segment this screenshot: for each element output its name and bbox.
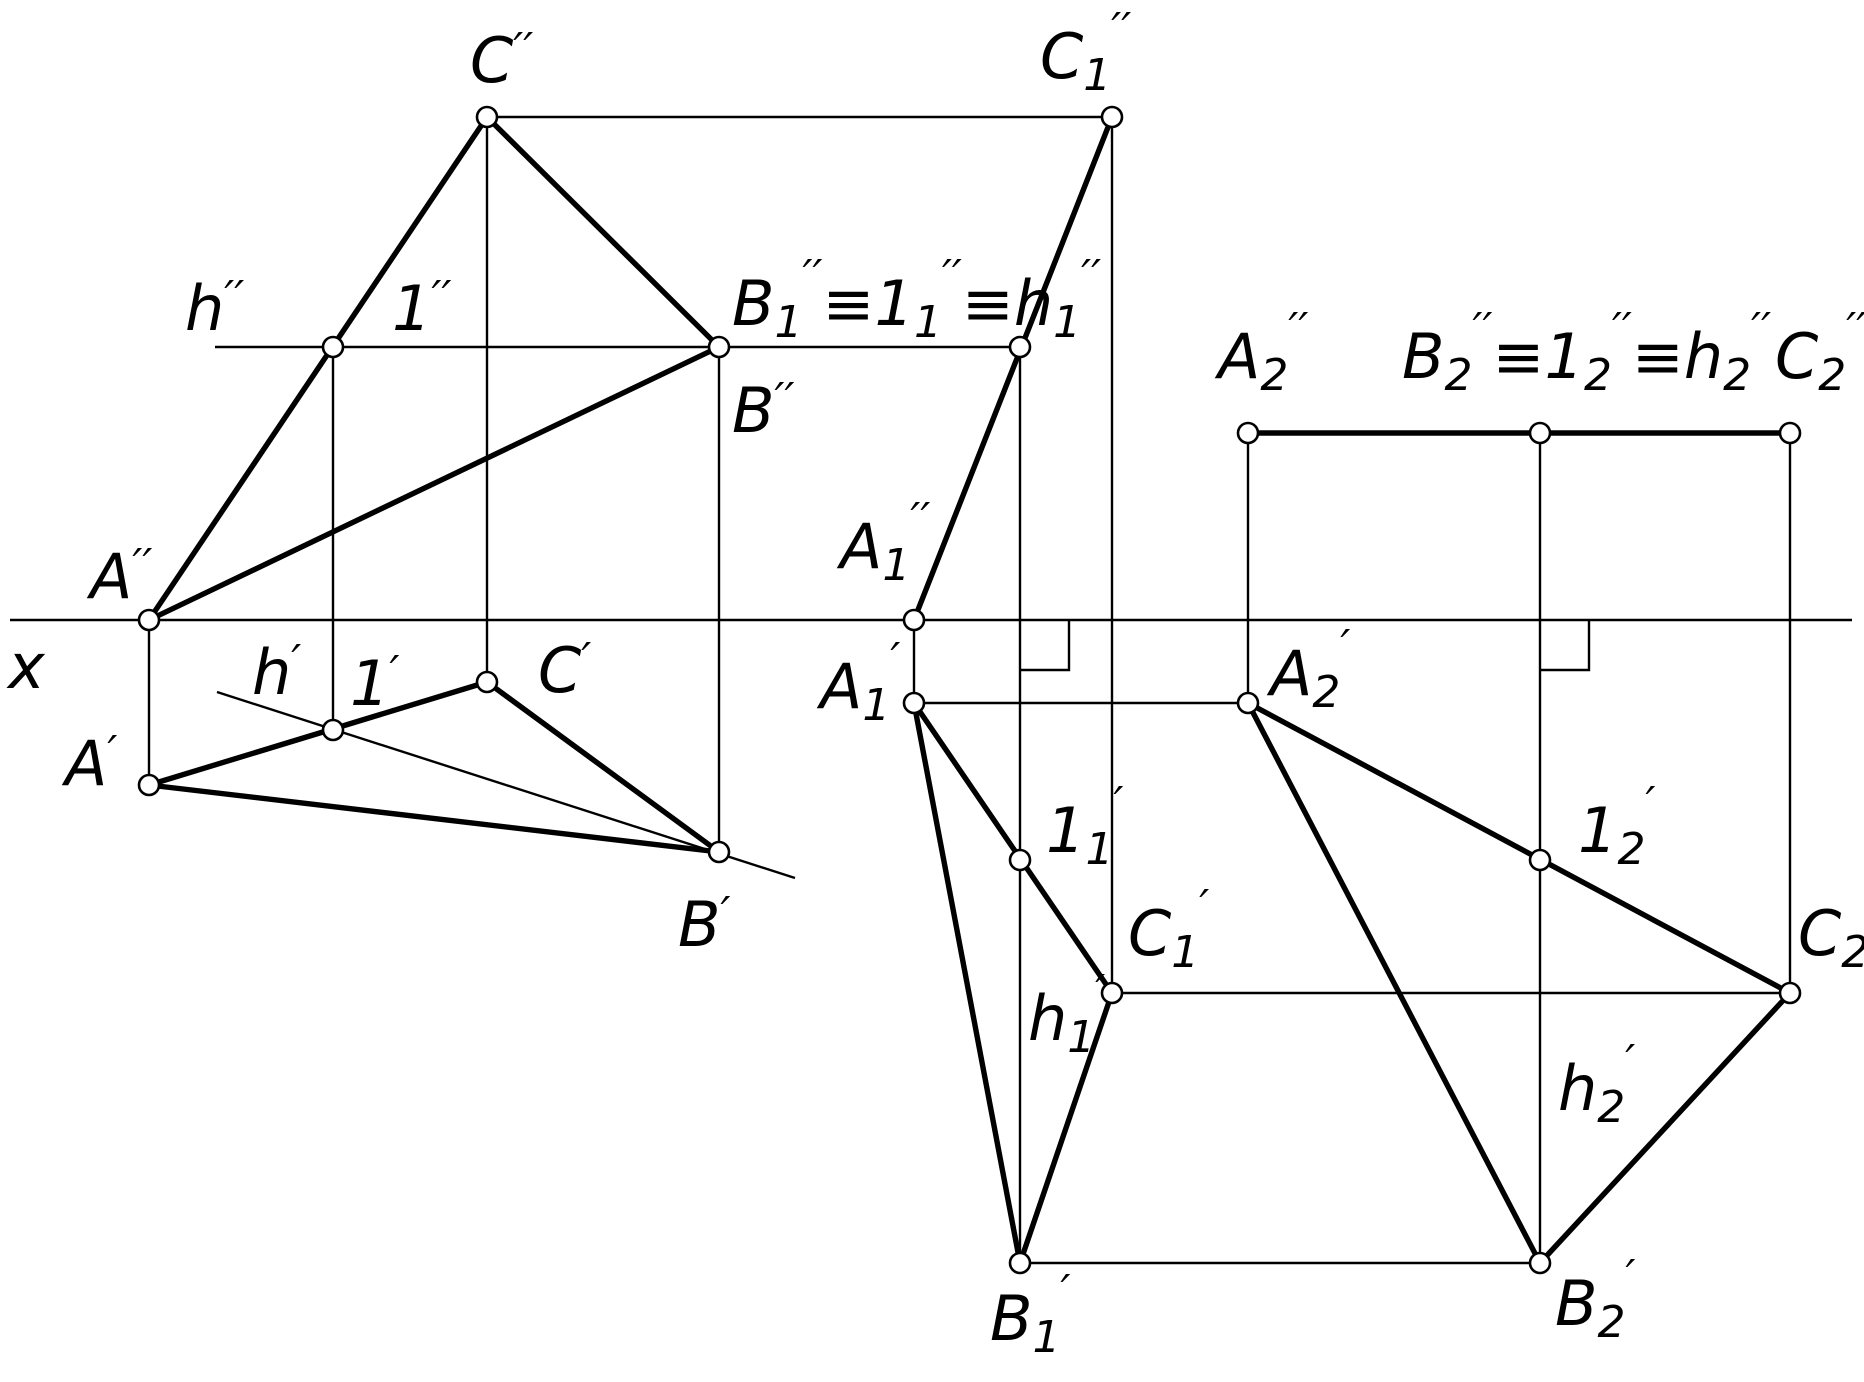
point-c1-2 [1100,105,1124,129]
label-b2-12-h2-2: B2′′≡12′′≡h2′′ [1402,304,1771,401]
label-11: 1′ [350,647,399,720]
label-b1: B′ [678,888,731,961]
label-12: 1′′ [392,272,451,345]
label-h2: h′′ [185,272,244,345]
point-a2-2 [1236,421,1260,445]
x-axis-label: x [6,630,46,703]
point-c1 [475,670,499,694]
label-c2: C′′ [470,24,533,97]
point-b2-2 [1528,421,1552,445]
label-c1: C′ [538,634,591,707]
label-a2-1: A2′ [1266,621,1350,718]
label-1-2-1: 12′ [1578,778,1655,875]
point-b2 [707,335,731,359]
label-b1-12-h1-2: B1′′≡11′′≡h1′′ [732,251,1101,348]
point-b2-1 [1528,1251,1552,1275]
right-angle-mark-2 [1540,620,1591,672]
label-a1-2: A1′′ [836,494,930,591]
point-c1-1 [1100,981,1124,1005]
label-a1-1: A1′ [816,634,900,731]
triangle-edges [146,114,1793,1266]
point-a2-1 [1236,691,1260,715]
point-c2 [475,105,499,129]
label-c2-1: C2′ [1798,881,1864,978]
point-a1 [137,773,161,797]
label-b2-1: B2′ [1555,1251,1636,1348]
label-a2-2: A2′′ [1214,304,1308,401]
label-b1-1: B1′ [990,1266,1071,1363]
point-12 [321,335,345,359]
label-h1: h′ [252,636,301,709]
point-a1-1 [902,691,926,715]
label-h2-1: h2′ [1558,1036,1635,1133]
projection-points [137,105,1802,1275]
point-b1 [707,840,731,864]
point-1-2-1 [1528,848,1552,872]
label-a2: A′′ [86,540,152,613]
point-c2-2 [1778,421,1802,445]
label-c2-2: C2′′ [1775,304,1864,401]
label-c1-2: C1′′ [1040,4,1131,101]
point-a2 [137,608,161,632]
point-1-1-1 [1008,848,1032,872]
label-a1: A′ [61,727,117,800]
point-labels: C′′ C1′′ h′′ 1′′ B1′′≡11′′≡h1′′ B′′ A′′ … [61,4,1864,1363]
right-angle-mark-1 [1020,620,1071,672]
label-c1-1: C1′ [1128,881,1209,978]
point-b1-1 [1008,1251,1032,1275]
label-1-1-1: 11′ [1046,778,1123,875]
label-b2: B′′ [732,374,795,447]
point-c2-1 [1778,981,1802,1005]
label-h1-1: h1′ [1028,966,1105,1063]
point-11 [321,718,345,742]
point-a1-2 [902,608,926,632]
construction-lines [147,115,1792,1265]
point-b1-2 [1008,335,1032,359]
